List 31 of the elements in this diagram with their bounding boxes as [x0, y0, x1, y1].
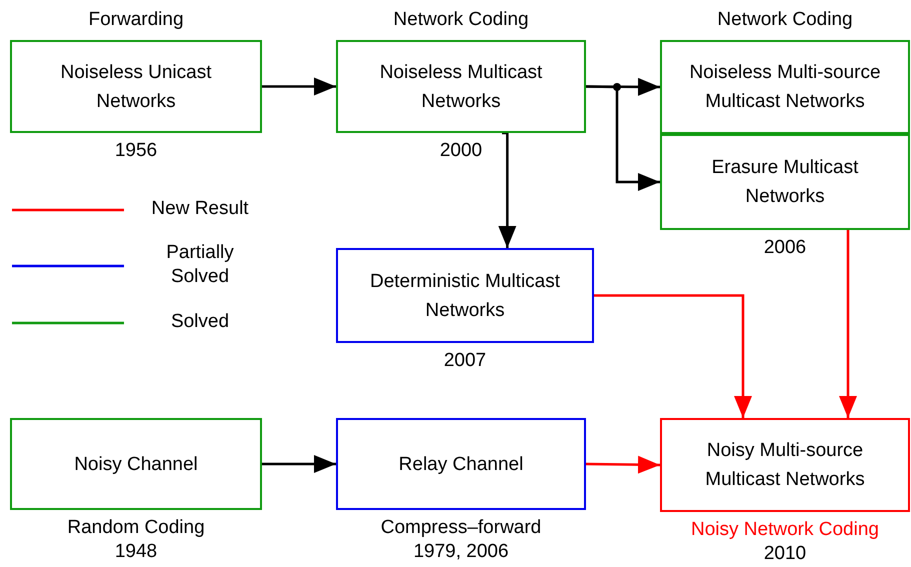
arrow — [586, 456, 660, 474]
method-label: Compress–forward — [380, 516, 542, 540]
arrow — [262, 455, 336, 473]
box-label: Noiseless Unicast Networks — [60, 60, 212, 114]
box-label: Noisy Channel — [73, 452, 199, 476]
arrow — [262, 78, 336, 96]
box-label: Noiseless Multicast Networks — [378, 60, 544, 114]
year-label: 2006 — [764, 236, 806, 260]
legend-label: New Result — [150, 197, 250, 221]
year-label: 1948 — [114, 540, 158, 564]
box-label: Erasure Multicast Networks — [710, 156, 860, 209]
column-heading: Network Coding — [717, 8, 853, 32]
arrow — [839, 230, 857, 418]
method-label: Random Coding — [67, 516, 205, 540]
year-label: 1956 — [114, 139, 158, 163]
year-label: 2000 — [440, 139, 482, 163]
box-label: Relay Channel — [398, 452, 524, 476]
year-label: 1979, 2006 — [413, 540, 509, 564]
method-label: Noisy Network Coding — [691, 518, 879, 542]
legend-label: Partially Solved — [165, 241, 235, 289]
box-label: Deterministic Multicast Networks — [368, 270, 562, 322]
year-label: 2010 — [764, 542, 806, 566]
column-heading: Forwarding — [88, 8, 184, 32]
box-label: Noisy Multi-source Multicast Networks — [704, 439, 866, 492]
legend-label: Solved — [170, 310, 230, 334]
arrow — [594, 294, 752, 418]
arrow — [498, 132, 516, 248]
column-heading: Network Coding — [393, 8, 529, 32]
arrow — [586, 85, 660, 191]
box-label: Noiseless Multi-source Multicast Networks — [688, 61, 882, 114]
year-label: 2007 — [444, 349, 486, 373]
